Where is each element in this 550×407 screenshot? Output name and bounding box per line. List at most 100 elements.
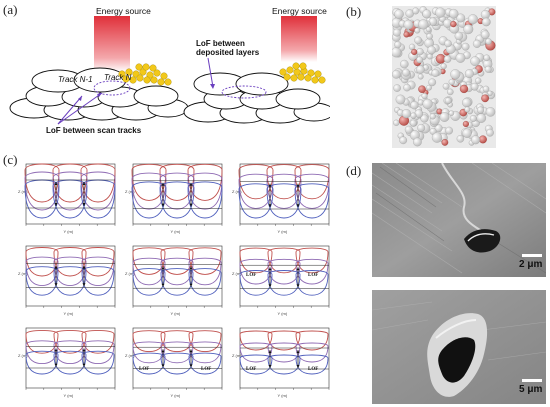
x-axis-title: Y (m) — [64, 311, 74, 316]
particle-sphere — [412, 7, 420, 15]
particle-sphere — [425, 26, 432, 33]
panel-b-label: (b) — [346, 4, 362, 19]
particle-sphere — [435, 7, 446, 18]
particle-sphere — [470, 56, 480, 67]
energy-source-label-left: Energy source — [96, 6, 151, 16]
particle-sphere — [400, 59, 409, 69]
particle-sphere — [422, 9, 432, 19]
particle-sphere — [454, 31, 464, 41]
particle-sphere — [456, 135, 465, 143]
particle-sphere — [426, 53, 433, 60]
particle-sphere — [417, 73, 424, 80]
particle-sphere — [470, 82, 479, 91]
tracks-left — [9, 67, 189, 121]
particle-sphere — [393, 119, 400, 126]
sem-image-bottom: 5 μm — [372, 290, 546, 404]
x-axis-title: Y (m) — [278, 393, 288, 398]
particle-sphere — [486, 128, 494, 137]
x-axis-title: Y (m) — [171, 393, 181, 398]
energy-source-label-right: Energy source — [272, 6, 327, 16]
panel-b-porosity-render — [392, 6, 496, 148]
particle-sphere — [392, 69, 401, 79]
sem-image-top: 2 μm — [372, 163, 546, 277]
particle-sphere — [431, 132, 443, 143]
lof-label: LOF — [139, 367, 149, 372]
particle-sphere — [462, 97, 472, 108]
x-axis-title: Y (m) — [278, 229, 288, 234]
particle-sphere — [416, 65, 425, 74]
contour-subplot: Y (m) Z (m) — [18, 245, 116, 316]
lof-label: LOF — [308, 367, 318, 372]
sphere-field — [392, 6, 496, 147]
contour-subplot: Y (m) Z (m) — [125, 245, 223, 316]
particle-sphere — [471, 135, 481, 145]
particle-sphere — [392, 47, 402, 58]
powder-right — [279, 62, 326, 84]
y-axis-title: Z (m) — [125, 271, 135, 276]
panel-d-label: (d) — [346, 163, 362, 178]
x-axis-title: Y (m) — [171, 311, 181, 316]
particle-sphere — [403, 83, 411, 92]
y-axis-title: Z (m) — [18, 271, 28, 276]
particle-sphere — [448, 78, 455, 86]
particle-sphere — [467, 14, 478, 25]
particle-sphere — [476, 106, 485, 114]
particle-sphere — [416, 56, 423, 64]
scale-label-bottom: 5 μm — [519, 384, 543, 395]
y-axis-title: Z (m) — [232, 271, 242, 276]
y-axis-title: Z (m) — [18, 189, 28, 194]
particle-sphere — [399, 136, 408, 145]
particle-sphere — [418, 19, 429, 30]
particle-sphere — [434, 124, 443, 133]
particle-sphere — [442, 82, 450, 90]
panel-c-label: (c) — [3, 152, 18, 167]
particle-sphere — [427, 45, 436, 55]
x-axis-title: Y (m) — [278, 311, 288, 316]
lof-scan-tracks-label: LoF between scan tracks — [46, 126, 142, 135]
powder-left — [118, 63, 172, 86]
scale-bar-bottom — [522, 379, 542, 382]
particle-sphere — [482, 85, 490, 93]
particle-sphere — [464, 69, 474, 79]
particle-sphere — [462, 128, 472, 138]
particle-sphere — [455, 53, 466, 63]
particle-sphere — [469, 115, 477, 122]
y-axis-title: Z (m) — [232, 353, 242, 358]
contour-subplot: Y (m) Z (m) — [18, 163, 116, 234]
scale-label-top: 2 μm — [519, 259, 543, 270]
pore-sphere — [403, 31, 410, 38]
particle-sphere — [393, 84, 401, 92]
particle-sphere — [480, 30, 490, 40]
particle-sphere — [447, 88, 454, 96]
contour-subplot: Y (m) Z (m) LOF LOF — [125, 327, 223, 398]
particle-sphere — [450, 69, 461, 80]
particle-sphere — [481, 17, 491, 27]
particle-sphere — [444, 39, 452, 48]
particle-sphere — [394, 9, 404, 19]
x-axis-title: Y (m) — [64, 229, 74, 234]
particle-sphere — [422, 98, 433, 109]
particle-sphere — [421, 92, 428, 100]
particle-sphere — [485, 107, 496, 117]
y-axis-title: Z (m) — [125, 353, 135, 358]
particle-sphere — [485, 38, 492, 45]
particle-sphere — [476, 113, 487, 123]
particle-sphere — [426, 84, 432, 91]
lof-label: LOF — [201, 367, 211, 372]
energy-beam-right — [281, 16, 317, 62]
particle-sphere — [463, 24, 474, 35]
particle-sphere — [461, 42, 470, 51]
particle-sphere — [413, 137, 422, 147]
particle-sphere — [410, 112, 417, 119]
particle-sphere — [403, 19, 414, 30]
particle-sphere — [402, 68, 410, 77]
particle-sphere — [480, 9, 490, 20]
x-axis-title: Y (m) — [171, 229, 181, 234]
pore-sphere — [411, 48, 418, 56]
particle-sphere — [448, 8, 459, 19]
particle-sphere — [428, 78, 437, 87]
particle-sphere — [464, 106, 471, 113]
track-n-minus-1-label: Track N-1 — [58, 75, 93, 84]
particle-sphere — [414, 27, 421, 34]
